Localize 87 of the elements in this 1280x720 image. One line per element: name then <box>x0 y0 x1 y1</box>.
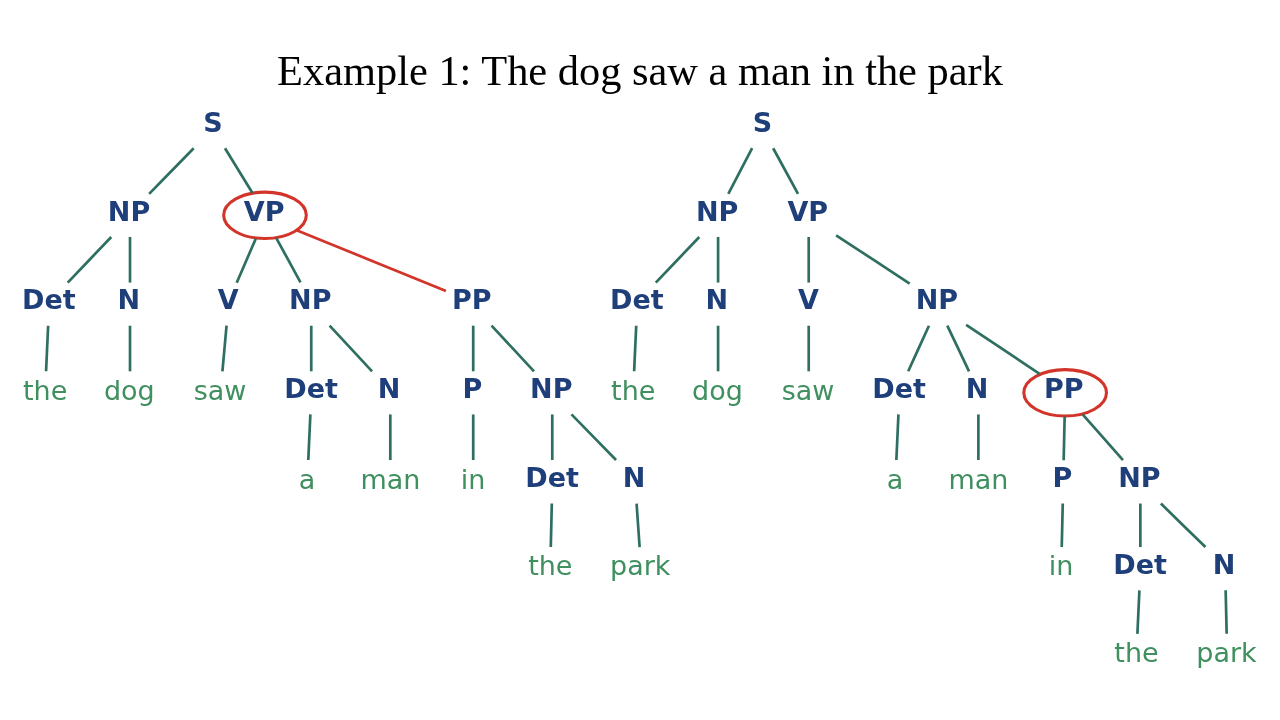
connector <box>328 324 374 373</box>
connector <box>977 414 980 461</box>
node-text: the <box>528 550 573 582</box>
node-text: NP <box>530 373 573 405</box>
node-text: S <box>752 106 773 138</box>
node-text: Det <box>22 284 76 316</box>
node-text: the <box>1114 637 1159 669</box>
connector <box>550 414 554 461</box>
connector <box>895 414 900 461</box>
node-text: saw <box>781 374 835 406</box>
node-text: N <box>117 284 141 316</box>
connector <box>946 325 971 372</box>
connector <box>148 147 195 195</box>
connector <box>807 325 811 372</box>
node-text: N <box>705 284 729 316</box>
node-text: man <box>948 463 1009 495</box>
connector <box>306 414 312 461</box>
node-text: NP <box>107 195 151 227</box>
diagram-title: Example 1: The dog saw a man in the park <box>277 47 1003 95</box>
node-text: NP <box>1118 461 1161 493</box>
node-text: park <box>1196 637 1257 669</box>
node-text: Det <box>1113 548 1167 580</box>
connector <box>128 236 132 283</box>
connector <box>807 236 811 283</box>
node-text: a <box>886 463 904 495</box>
connector <box>471 414 475 461</box>
node-text: dog <box>692 374 743 406</box>
node-text: Det <box>872 373 926 405</box>
connector <box>570 413 617 461</box>
node-text: V <box>217 284 239 316</box>
connector <box>235 238 257 284</box>
connector <box>1224 590 1228 634</box>
node-ellipse: VP <box>222 190 308 241</box>
node-text: N <box>965 373 989 405</box>
connector <box>309 325 313 372</box>
connector <box>275 237 302 283</box>
connector <box>1136 590 1141 634</box>
connector <box>907 325 931 372</box>
connector <box>223 147 254 194</box>
node-text: NP <box>915 284 959 316</box>
node-text: S <box>203 106 223 138</box>
node-text: V <box>798 284 819 316</box>
node-text: NP <box>695 195 739 227</box>
node-text: N <box>377 373 401 405</box>
connector <box>772 147 800 195</box>
connector <box>635 503 641 548</box>
connector <box>549 503 554 548</box>
node-text: Det <box>284 373 338 405</box>
node-text: VP <box>787 195 829 227</box>
connector <box>835 234 911 285</box>
connector <box>388 414 392 461</box>
node-text: dog <box>103 374 155 406</box>
node-ellipse: PP <box>1022 368 1108 418</box>
node-text: N <box>1212 548 1236 580</box>
connector <box>490 324 535 373</box>
connector <box>965 323 1041 375</box>
connector <box>727 147 754 195</box>
node-text: NP <box>289 284 332 316</box>
connector <box>654 236 701 284</box>
node-text: P <box>1052 461 1073 493</box>
node-text: man <box>360 463 421 495</box>
node-text: in <box>460 463 486 495</box>
node-text: N <box>622 461 646 493</box>
connector <box>128 325 132 372</box>
node-text: park <box>610 550 671 582</box>
node-text: Det <box>610 284 664 316</box>
node-text: PP <box>452 284 492 316</box>
node-text: saw <box>193 374 247 406</box>
connector <box>1081 413 1124 461</box>
connector <box>1159 502 1207 549</box>
node-text: Det <box>525 461 579 493</box>
node-text: the <box>611 374 656 406</box>
node-text: P <box>462 373 483 405</box>
connector <box>1139 503 1142 548</box>
connector <box>1062 416 1066 461</box>
node-text: a <box>298 463 316 495</box>
connector <box>716 236 720 283</box>
node-text: in <box>1048 550 1074 582</box>
node-text: the <box>23 374 68 406</box>
connector <box>221 325 228 372</box>
connector <box>44 325 50 372</box>
connector <box>471 325 475 372</box>
connector <box>66 236 113 284</box>
connector <box>1060 503 1065 548</box>
connector <box>716 325 720 372</box>
connector <box>632 325 638 372</box>
connector <box>296 228 447 293</box>
